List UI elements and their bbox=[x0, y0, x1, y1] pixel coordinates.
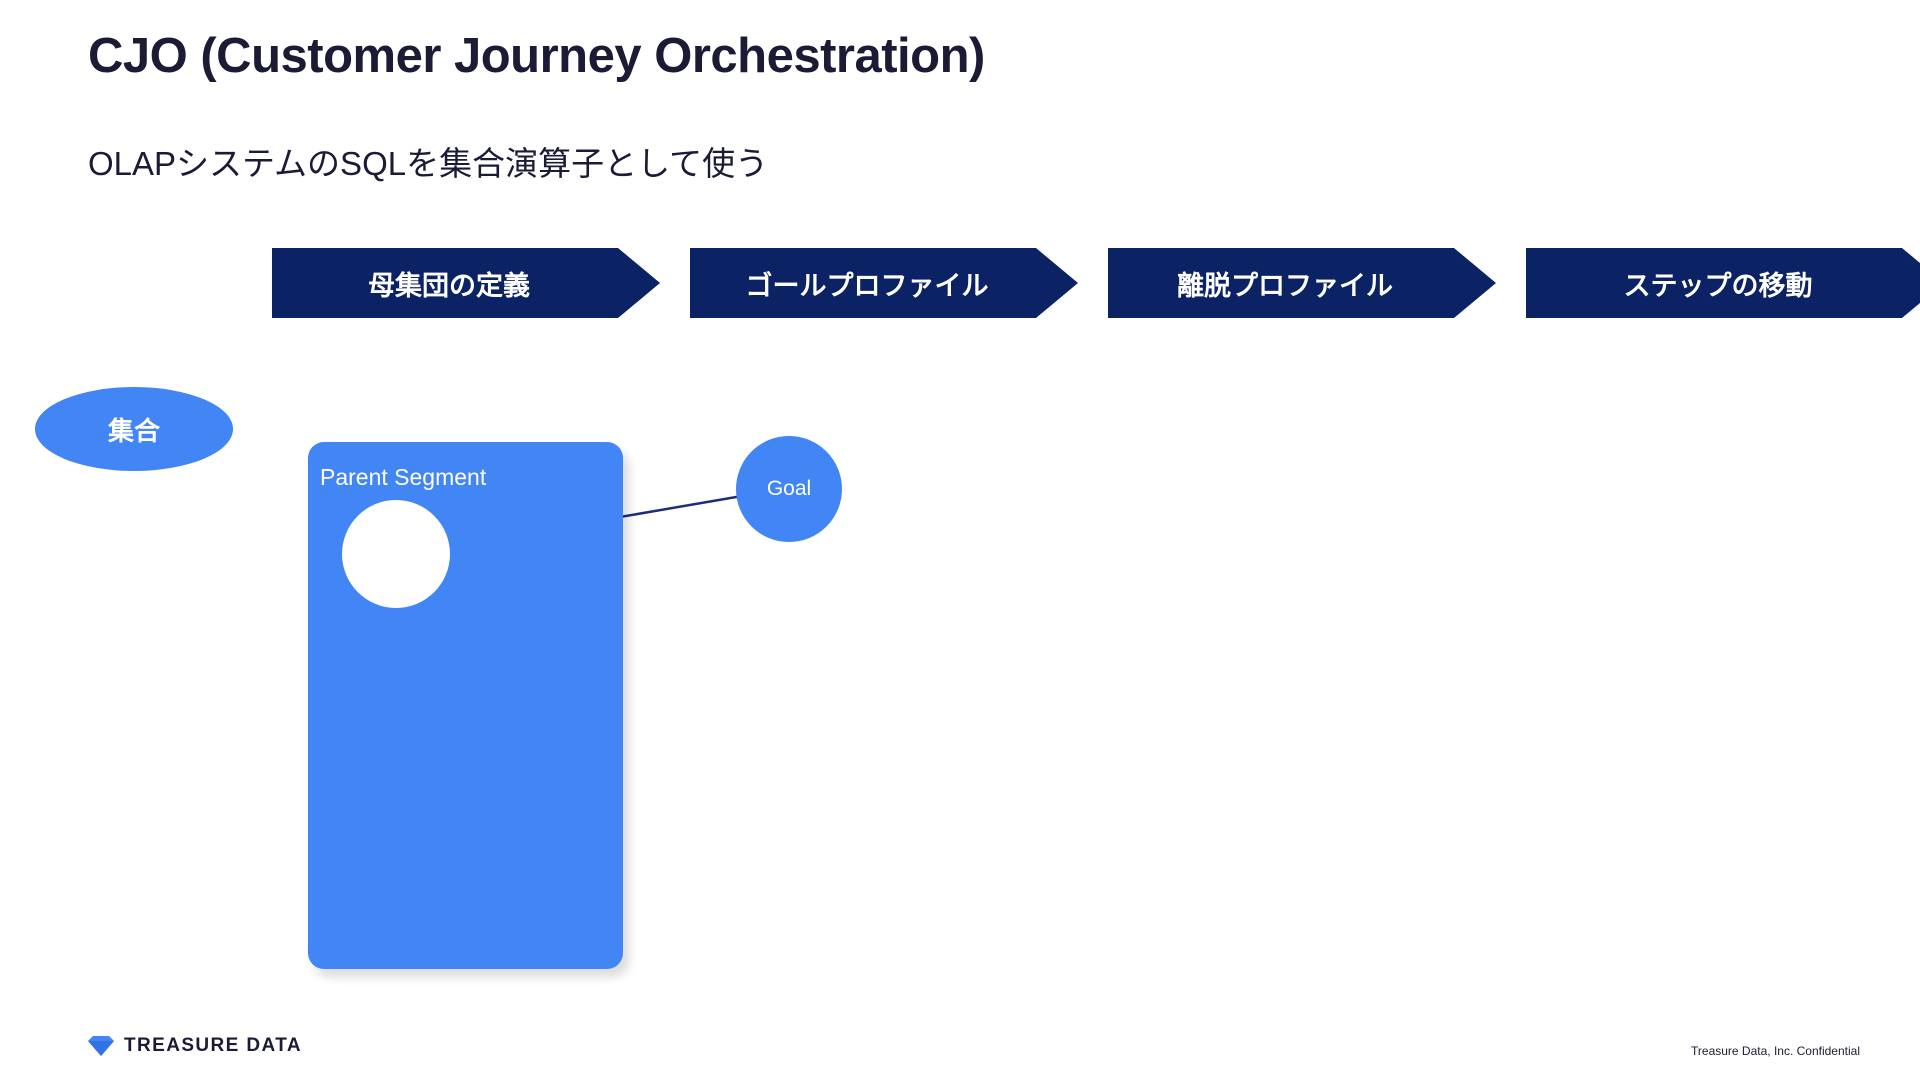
banner-step-1[interactable]: 母集団の定義 bbox=[272, 248, 660, 318]
banner-step-1-label: 母集団の定義 bbox=[368, 270, 530, 301]
page-subtitle: OLAPシステムのSQLを集合演算子として使う bbox=[88, 145, 769, 182]
parent-segment-card[interactable]: Parent Segment bbox=[308, 442, 623, 969]
banner-step-2-label: ゴールプロファイル bbox=[745, 270, 989, 301]
banner-step-2[interactable]: ゴールプロファイル bbox=[690, 248, 1078, 318]
set-ellipse: 集合 bbox=[35, 387, 233, 471]
brand-name: TREASURE DATA bbox=[124, 1035, 302, 1056]
page-title: CJO (Customer Journey Orchestration) bbox=[88, 29, 985, 83]
goal-circle[interactable]: Goal bbox=[736, 436, 842, 542]
set-ellipse-label: 集合 bbox=[107, 415, 160, 446]
banner-step-3[interactable]: 離脱プロファイル bbox=[1108, 248, 1496, 318]
process-banner-row: 母集団の定義 ゴールプロファイル 離脱プロファイル ステップの移動 bbox=[0, 248, 1920, 318]
goal-subset-circle bbox=[342, 500, 450, 608]
treasure-data-logo: TREASURE DATA bbox=[88, 1035, 302, 1057]
banner-step-4-label: ステップの移動 bbox=[1623, 270, 1813, 301]
parent-segment-label: Parent Segment bbox=[320, 464, 487, 490]
gem-icon bbox=[88, 1036, 114, 1056]
banner-step-3-label: 離脱プロファイル bbox=[1177, 270, 1393, 301]
confidential-note: Treasure Data, Inc. Confidential bbox=[1691, 1044, 1860, 1058]
goal-circle-label: Goal bbox=[766, 477, 812, 500]
banner-step-4[interactable]: ステップの移動 bbox=[1526, 248, 1920, 318]
